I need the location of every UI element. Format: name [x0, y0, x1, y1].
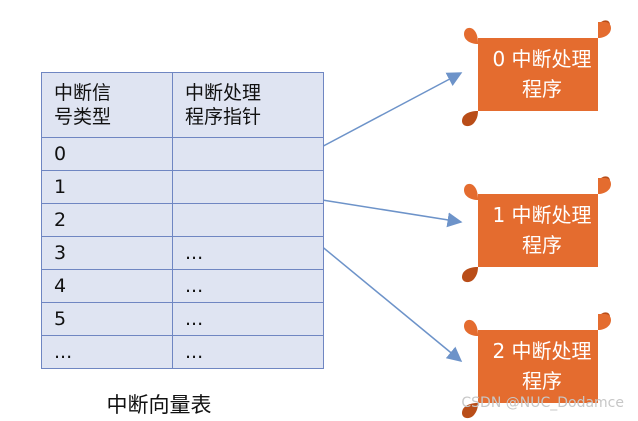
table-caption: 中断向量表: [106, 393, 212, 417]
pointer-cell: ...: [172, 335, 324, 369]
handler-1-label: 1 中断处理 程序: [492, 203, 592, 257]
table-row: ... ...: [41, 335, 324, 369]
pointer-cell: ...: [172, 236, 324, 270]
signal-cell: 4: [41, 269, 173, 303]
signal-cell: 0: [41, 137, 173, 171]
handler-scroll-2: 2 中断处理 程序: [460, 312, 614, 419]
scroll-shape-icon: [462, 176, 611, 283]
pointer-cell: ...: [172, 302, 324, 336]
header-signal-type-text: 中断信 号类型: [54, 82, 112, 128]
pointer-cell: [172, 203, 324, 237]
table-row: 0: [41, 137, 324, 171]
pointer-cell: ...: [172, 269, 324, 303]
table-row: 1: [41, 170, 324, 204]
arrow-to-handler-2: [296, 225, 463, 362]
signal-cell: ...: [41, 335, 173, 369]
header-handler-pointer: 中断处理 程序指针: [172, 72, 324, 138]
signal-cell: 3: [41, 236, 173, 270]
pointer-cell: [172, 137, 324, 171]
table-row: 3 ...: [41, 236, 324, 270]
scroll-shape-icon: [462, 312, 611, 419]
table-row: 4 ...: [41, 269, 324, 303]
header-handler-pointer-text: 中断处理 程序指针: [185, 82, 262, 128]
handler-scroll-1: 1 中断处理 程序: [460, 176, 614, 283]
table-row: 5 ...: [41, 302, 324, 336]
interrupt-vector-table: 中断信 号类型 中断处理 程序指针 0 1 2 3 ... 4 ... 5 ..…: [41, 72, 324, 369]
watermark: CSDN @NUC_Dodamce: [461, 395, 624, 411]
table-header-row: 中断信 号类型 中断处理 程序指针: [41, 72, 324, 138]
header-signal-type: 中断信 号类型: [41, 72, 173, 138]
signal-cell: 2: [41, 203, 173, 237]
arrow-to-handler-1: [296, 195, 463, 228]
signal-cell: 1: [41, 170, 173, 204]
pointer-cell: [172, 170, 324, 204]
scroll-shape-icon: [462, 20, 611, 127]
signal-cell: 5: [41, 302, 173, 336]
handler-2-label: 2 中断处理 程序: [492, 339, 592, 393]
handler-scroll-0: 0 中断处理 程序: [460, 20, 614, 127]
arrow-to-handler-0: [296, 72, 463, 161]
handler-0-label: 0 中断处理 程序: [492, 47, 592, 101]
table-row: 2: [41, 203, 324, 237]
